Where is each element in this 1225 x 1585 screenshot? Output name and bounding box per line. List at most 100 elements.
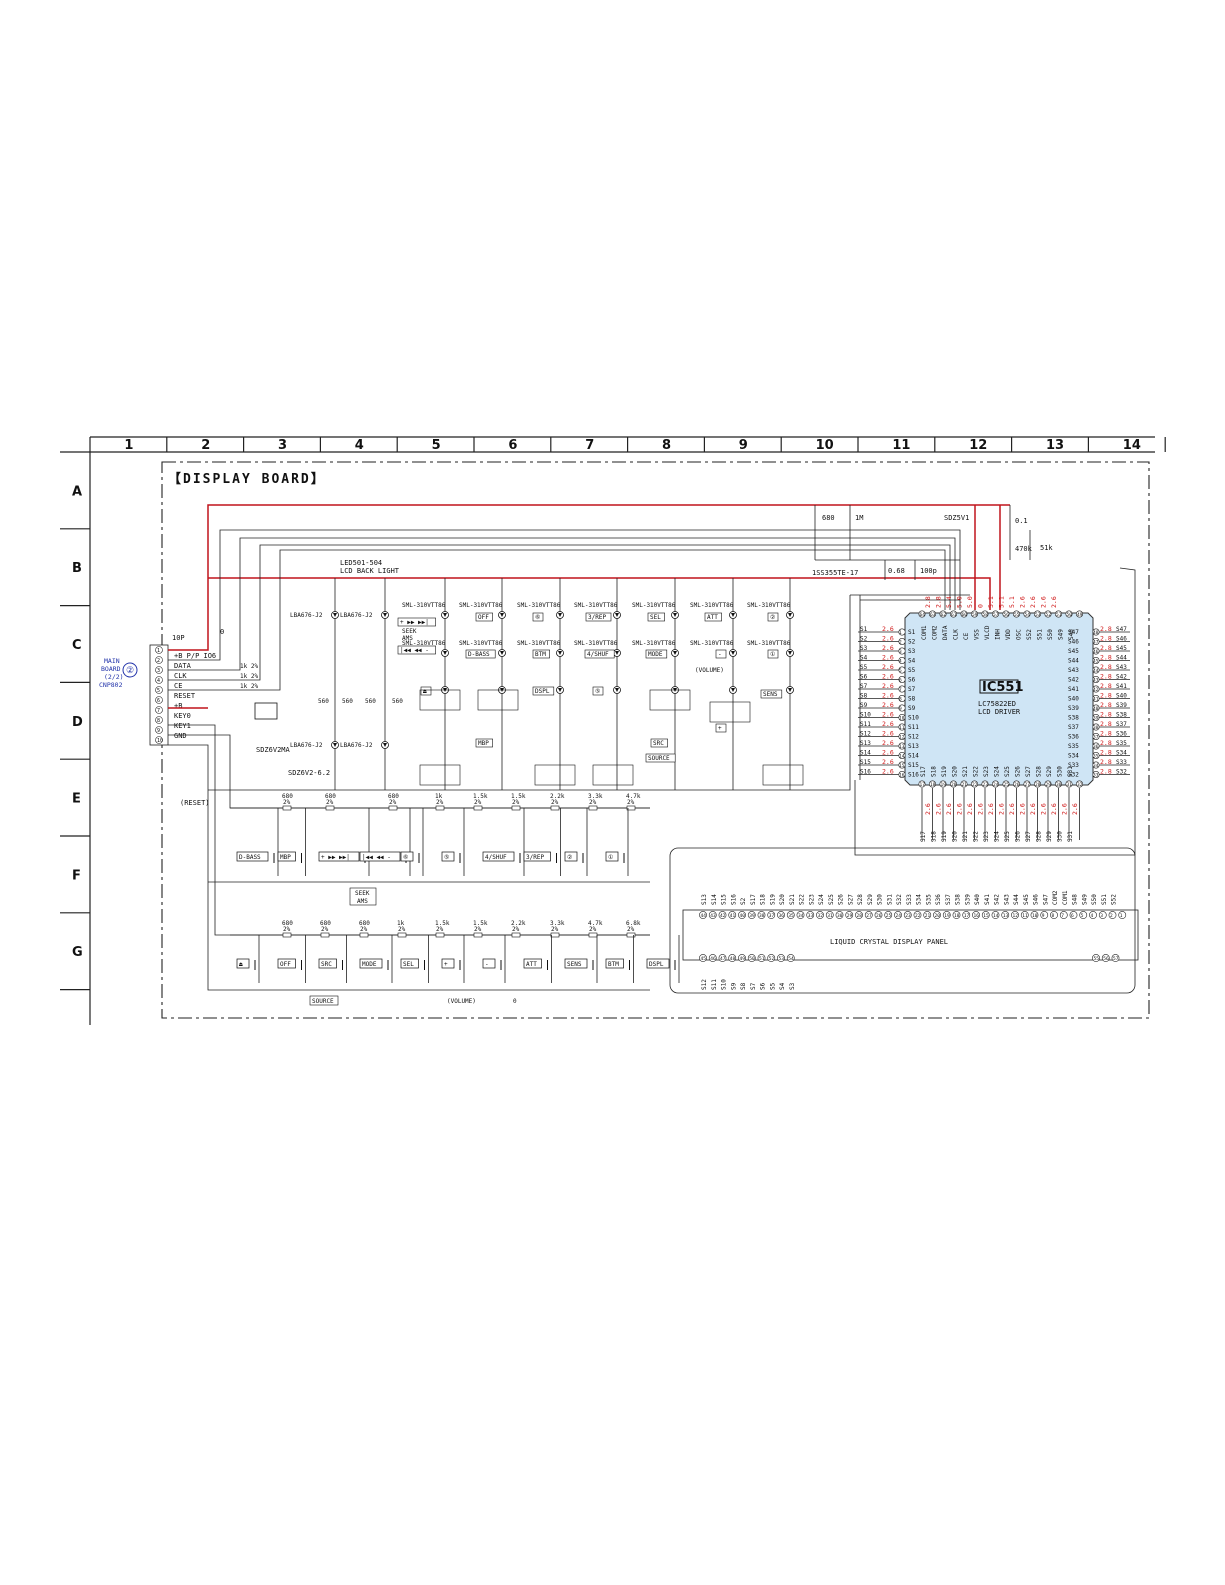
lcd-pin-number: 4 (1091, 913, 1094, 919)
lcd-bottom-signal: S5 (769, 982, 776, 990)
ic-right-voltage: 2.8 (1100, 749, 1112, 757)
ic-right-voltage: 2.8 (1100, 730, 1112, 738)
ic-left-pin-name: S15 (908, 762, 919, 769)
ic-pin-number: 64 (920, 612, 926, 618)
led-resistor: 560 (318, 698, 329, 705)
ic-pin (939, 780, 947, 788)
lcd-pin-number: 19 (944, 913, 950, 919)
ic-bottom-signal: S27 (1025, 831, 1032, 842)
source-line-3: (2/2) (104, 673, 124, 681)
ic-pin (1092, 761, 1100, 769)
series-resistor: 1k 2% (240, 663, 258, 670)
grid-col-label: 10 (816, 438, 834, 453)
ic-right-pin-name: S45 (1068, 648, 1079, 655)
lcd-pin (1089, 911, 1097, 919)
lcd-pin (845, 911, 854, 919)
ic-pin (1076, 780, 1084, 788)
lcd-pin (816, 911, 824, 919)
lcd-pin (913, 911, 922, 919)
key-resistor (473, 932, 483, 938)
key-label: ⏏ (423, 688, 427, 695)
ic-bottom-signal: S31 (1067, 831, 1074, 842)
key-switch-label: SRC (321, 961, 332, 968)
connector-pin (155, 656, 163, 664)
key-label: D-BASS (468, 651, 490, 658)
ic-bottom-signal: S21 (962, 831, 969, 842)
key-switch-label-box (646, 958, 670, 969)
lcd-pin-number: 42 (720, 913, 726, 919)
ic-bottom-pin-name: S17 (920, 766, 927, 777)
key-switch-label: SEL (403, 961, 414, 968)
lcd-pin (1111, 954, 1120, 962)
ic-pin (1012, 610, 1020, 618)
led-label: SML-310VTT86 (747, 640, 791, 647)
connector-pin (155, 726, 163, 734)
ic-left-pin-name: S14 (908, 753, 919, 760)
ic-bottom-voltage: 2.6 (1040, 803, 1048, 815)
grid-col-label: 11 (892, 438, 910, 453)
lcd-top-signal: S52 (1111, 894, 1118, 905)
connector-pin (155, 686, 163, 694)
ic-pin-number: 50 (1067, 612, 1073, 618)
lcd-pin-number: 57 (1113, 956, 1119, 962)
ic-pin (1055, 780, 1063, 788)
led-label: SML-310VTT86 (517, 640, 561, 647)
ic-pin (898, 770, 906, 778)
key-switch-label-box (564, 851, 578, 862)
backlight-ref: LED501-504 (340, 559, 382, 567)
led-label: SML-310VTT86 (574, 602, 618, 609)
lcd-pin (699, 911, 707, 919)
lcd-pin-number: 9 (1042, 913, 1045, 919)
ic-pin-number: 60 (962, 612, 968, 618)
key-row-f: 6802%6802%6802%1k2%1.5k2%1.5k2%2.2k2%3.3… (230, 793, 650, 906)
connector-pin-number: 4 (157, 678, 160, 684)
key-resistor (282, 805, 292, 811)
key-label: + ▶▶ ▶▶| (400, 619, 429, 626)
c-0p68: 0.68 (888, 567, 905, 575)
connector-signal: +B P/P IO6 (174, 652, 216, 660)
ic-top-pin-name: VLCD (984, 625, 991, 640)
key-label: ATT (707, 614, 718, 621)
ic-bottom-voltage: 2.6 (1029, 803, 1037, 815)
ic-bottom-voltage: 2.6 (1061, 803, 1069, 815)
led-label: SML-310VTT86 (402, 640, 446, 647)
key-label: (VOLUME) (695, 667, 724, 674)
lcd-pin (933, 911, 941, 919)
lcd-top-signal: S28 (857, 894, 864, 905)
ic-pin (1092, 723, 1100, 731)
source-line-2: BOARD (101, 665, 121, 673)
lcd-pin (894, 911, 902, 919)
lcd-top-signal: S25 (828, 894, 835, 905)
lcd-top-signal: S13 (701, 894, 708, 905)
key-switch-label-box (359, 958, 383, 969)
connector-signal: KEY0 (174, 712, 191, 720)
lcd-pin (708, 954, 717, 962)
ic-left-pin-name: S8 (908, 696, 916, 703)
ic-right-pin-name: S32 (1068, 772, 1079, 779)
ic-left-signal: S12 (860, 731, 871, 738)
ic-pin (898, 628, 906, 636)
lcd-top-signal: S15 (721, 894, 728, 905)
lcd-bottom-signal: S9 (730, 982, 737, 990)
key-resistor (282, 932, 292, 938)
ic-top-voltage: 0 (977, 604, 985, 608)
key-switch-label: ATT (526, 961, 537, 968)
lcd-pin (1050, 911, 1058, 919)
key-resistor (397, 932, 407, 938)
ic-left-signal: S1 (860, 626, 868, 633)
ic-pin-number: 6 (899, 678, 902, 684)
grid-col-label: 3 (278, 438, 287, 453)
key-resistor-value: 1.5k (473, 793, 488, 800)
led-label: SML-310VTT86 (632, 640, 676, 647)
led-resistor: 560 (365, 698, 376, 705)
lcd-top-signal: S36 (935, 894, 942, 905)
key-label: SRC (653, 740, 664, 747)
key-label: ⑤ (595, 688, 600, 695)
ic-left-pin-name: S1 (908, 629, 916, 636)
connector-pin (155, 736, 163, 744)
ic-bottom-signal: S18 (931, 831, 938, 842)
ic-left-signal: S7 (860, 683, 868, 690)
connector-pin (155, 676, 163, 684)
key-switch-label-box (482, 851, 515, 862)
